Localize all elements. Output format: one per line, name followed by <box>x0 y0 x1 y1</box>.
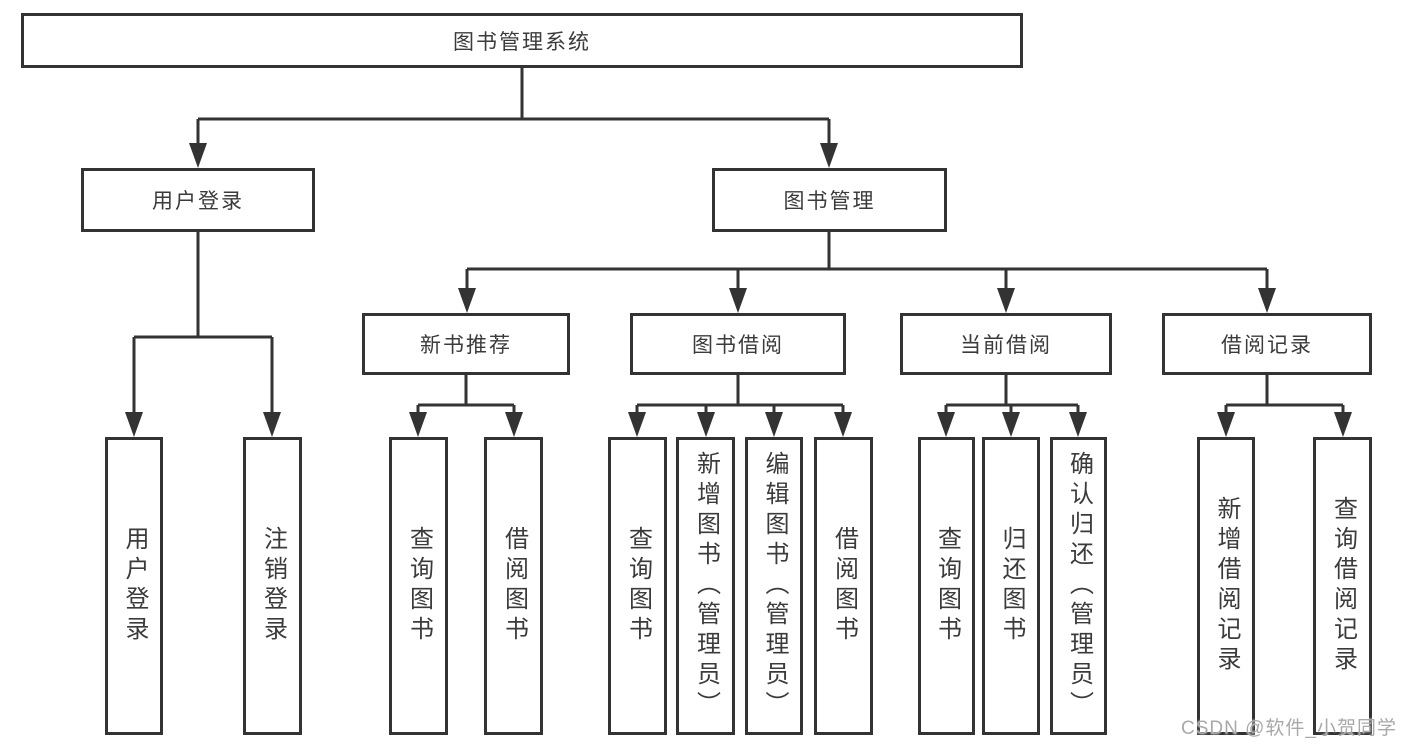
leaf-borrow-book-recommend: 借阅图书 <box>484 437 543 735</box>
leaf-query-book-recommend-label: 查询图书 <box>405 526 433 646</box>
node-borrow-records: 借阅记录 <box>1162 313 1372 375</box>
node-book-borrow-label: 图书借阅 <box>692 334 784 357</box>
leaf-query-book-recommend: 查询图书 <box>389 437 448 735</box>
leaf-query-book-borrow: 查询图书 <box>608 437 667 735</box>
leaf-edit-book-admin: 编辑图书（管理员） <box>745 437 803 735</box>
node-user-login-label: 用户登录 <box>152 190 244 213</box>
node-root: 图书管理系统 <box>21 13 1023 68</box>
leaf-borrow-book-recommend-label: 借阅图书 <box>500 526 528 646</box>
node-user-login: 用户登录 <box>81 168 315 232</box>
leaf-confirm-return-admin-label: 确认归还（管理员） <box>1065 451 1093 721</box>
leaf-logout-label: 注销登录 <box>259 526 287 646</box>
leaf-borrow-book: 借阅图书 <box>814 437 873 735</box>
leaf-edit-book-admin-label: 编辑图书（管理员） <box>761 451 788 721</box>
leaf-return-book-label: 归还图书 <box>998 526 1025 646</box>
leaf-return-book: 归还图书 <box>982 437 1040 735</box>
leaf-query-borrow-record-label: 查询借阅记录 <box>1329 496 1357 676</box>
leaf-user-login-label: 用户登录 <box>121 526 148 646</box>
leaf-user-login: 用户登录 <box>105 437 163 735</box>
leaf-borrow-book-label: 借阅图书 <box>830 526 858 646</box>
node-root-label: 图书管理系统 <box>453 30 591 54</box>
node-current-borrow: 当前借阅 <box>900 313 1112 375</box>
node-new-book-recommend: 新书推荐 <box>362 313 570 375</box>
leaf-confirm-return-admin: 确认归还（管理员） <box>1050 437 1107 735</box>
leaf-add-book-admin-label: 新增图书（管理员） <box>692 451 720 721</box>
leaf-query-book-current: 查询图书 <box>918 437 975 735</box>
leaf-query-book-borrow-label: 查询图书 <box>624 526 652 646</box>
leaf-add-borrow-record: 新增借阅记录 <box>1197 437 1255 735</box>
csdn-watermark: CSDN @软件_小贺同学 <box>1181 718 1397 739</box>
leaf-add-book-admin: 新增图书（管理员） <box>676 437 735 735</box>
leaf-logout: 注销登录 <box>243 437 302 735</box>
node-book-borrow: 图书借阅 <box>630 313 846 375</box>
node-book-management: 图书管理 <box>712 168 947 232</box>
leaf-query-borrow-record: 查询借阅记录 <box>1313 437 1372 735</box>
node-new-book-recommend-label: 新书推荐 <box>420 334 512 357</box>
node-book-management-label: 图书管理 <box>783 190 876 213</box>
leaf-add-borrow-record-label: 新增借阅记录 <box>1213 496 1240 676</box>
node-borrow-records-label: 借阅记录 <box>1221 334 1313 357</box>
node-current-borrow-label: 当前借阅 <box>960 334 1052 357</box>
leaf-query-book-current-label: 查询图书 <box>933 526 961 646</box>
